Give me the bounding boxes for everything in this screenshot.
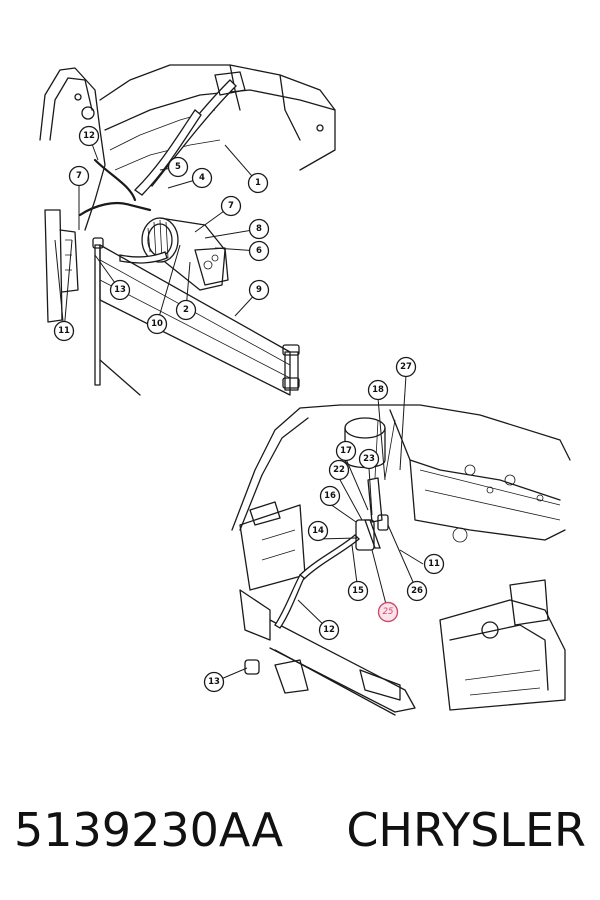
callout-5-label: 5 (175, 162, 181, 172)
callout-1: 1 (247, 172, 269, 194)
footer: 5139230AA CHRYSLER (0, 790, 600, 870)
callout-13-bottom: 13 (203, 671, 225, 693)
callout-7-upper: 7 (220, 195, 242, 217)
callout-13-top: 13 (109, 279, 131, 301)
callout-27: 27 (395, 356, 417, 378)
callout-12-top-label: 12 (83, 131, 95, 141)
callout-12-top: 12 (78, 125, 100, 147)
callout-7-left: 7 (68, 165, 90, 187)
callout-6-label: 6 (256, 246, 262, 256)
callout-22: 22 (328, 459, 350, 481)
top-assembly-drawing (39, 64, 336, 396)
callout-11-bottom-label: 11 (428, 559, 440, 569)
callout-6: 6 (248, 240, 270, 262)
callout-13-bottom-label: 13 (208, 677, 220, 687)
callout-15-label: 15 (352, 586, 364, 596)
callout-15: 15 (347, 580, 369, 602)
callout-7-left-label: 7 (76, 171, 82, 181)
parts-diagram: 1 2 4 5 6 7 7 8 9 10 11 12 13 27 18 17 2… (39, 64, 571, 716)
callout-26-label: 26 (411, 586, 423, 596)
callout-18-label: 18 (372, 385, 384, 395)
callout-23: 23 (358, 448, 380, 470)
callout-4-label: 4 (199, 173, 205, 183)
callout-2-label: 2 (183, 305, 189, 315)
callout-14: 14 (307, 520, 329, 542)
callout-17: 17 (335, 440, 357, 462)
callout-25-highlighted: 25 (377, 601, 399, 623)
callout-10-label: 10 (151, 319, 163, 329)
callout-8: 8 (248, 218, 270, 240)
callout-11-bottom: 11 (423, 553, 445, 575)
callout-4: 4 (191, 167, 213, 189)
callout-18: 18 (367, 379, 389, 401)
bottom-leader-lines (213, 374, 424, 683)
callout-1-label: 1 (255, 178, 261, 188)
callout-17-label: 17 (340, 446, 352, 456)
callout-2: 2 (175, 299, 197, 321)
callout-25-label: 25 (383, 607, 394, 617)
callout-9-label: 9 (256, 285, 262, 295)
callout-13-top-label: 13 (114, 285, 126, 295)
callout-12-bottom: 12 (318, 619, 340, 641)
callout-11-top-label: 11 (58, 326, 70, 336)
callout-27-label: 27 (400, 362, 412, 372)
callout-12-bottom-label: 12 (323, 625, 335, 635)
callout-11-top: 11 (53, 320, 75, 342)
callout-16-label: 16 (324, 491, 336, 501)
callout-5: 5 (167, 156, 189, 178)
brand-name: CHRYSLER (346, 803, 586, 857)
part-number: 5139230AA (14, 803, 284, 857)
callout-14-label: 14 (312, 526, 324, 536)
callout-8-label: 8 (256, 224, 262, 234)
callout-22-label: 22 (333, 465, 345, 475)
callout-16: 16 (319, 485, 341, 507)
callout-23-label: 23 (363, 454, 375, 464)
callout-26: 26 (406, 580, 428, 602)
callout-10: 10 (146, 313, 168, 335)
callout-7-upper-label: 7 (228, 201, 234, 211)
callout-9: 9 (248, 279, 270, 301)
